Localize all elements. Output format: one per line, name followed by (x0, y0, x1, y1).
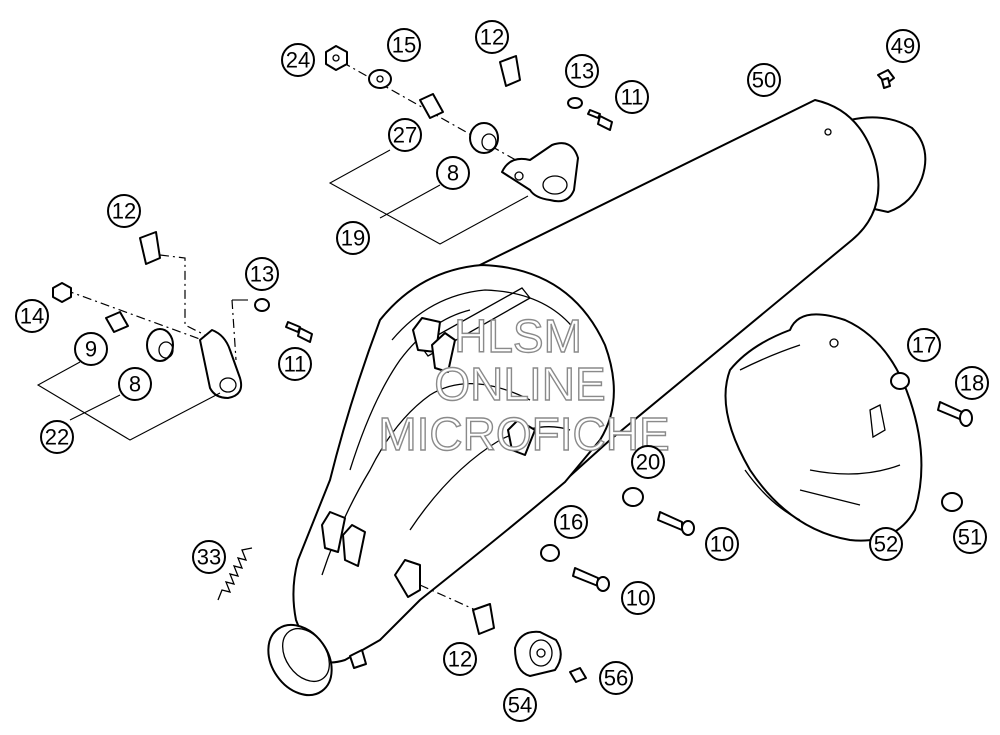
svg-text:49: 49 (891, 34, 915, 59)
svg-text:27: 27 (393, 123, 417, 148)
svg-text:14: 14 (20, 304, 44, 329)
muffler-body (267, 99, 927, 697)
svg-text:15: 15 (392, 33, 416, 58)
svg-text:20: 20 (636, 450, 660, 475)
callout-49: 49 (886, 29, 920, 63)
callout-12-top: 12 (475, 20, 509, 54)
callout-8-left: 8 (118, 367, 152, 401)
watermark: HLSM ONLINE MICROFICHE (378, 309, 671, 460)
callout-10-upper: 10 (705, 527, 739, 561)
callout-19: 19 (336, 221, 370, 255)
callout-56: 56 (599, 661, 633, 695)
svg-text:10: 10 (710, 532, 734, 557)
watermark-line-1: HLSM (454, 310, 582, 362)
svg-text:13: 13 (570, 59, 594, 84)
svg-text:52: 52 (874, 532, 898, 557)
svg-text:33: 33 (197, 545, 221, 570)
watermark-line-2: ONLINE (434, 358, 605, 410)
callout-10-lower: 10 (621, 581, 655, 615)
callout-13-left: 13 (245, 257, 279, 291)
callout-27: 27 (388, 118, 422, 152)
svg-text:12: 12 (448, 647, 472, 672)
callout-52: 52 (869, 527, 903, 561)
callout-17: 17 (907, 328, 941, 362)
callout-11-top: 11 (615, 80, 649, 114)
svg-text:11: 11 (284, 352, 307, 377)
svg-text:56: 56 (604, 666, 628, 691)
callout-14: 14 (15, 299, 49, 333)
callout-24: 24 (281, 43, 315, 77)
svg-text:12: 12 (480, 25, 504, 50)
callout-54: 54 (503, 688, 537, 722)
svg-text:12: 12 (112, 199, 136, 224)
callout-16: 16 (554, 505, 588, 539)
svg-text:19: 19 (341, 226, 365, 251)
callout-20: 20 (631, 445, 665, 479)
watermark-line-3: MICROFICHE (378, 408, 669, 460)
svg-text:51: 51 (958, 525, 982, 550)
callout-12-left: 12 (107, 194, 141, 228)
svg-text:8: 8 (129, 372, 141, 397)
callout-51: 51 (953, 520, 987, 554)
svg-text:17: 17 (912, 333, 936, 358)
callout-12-lower: 12 (443, 642, 477, 676)
svg-text:9: 9 (85, 337, 97, 362)
callout-33: 33 (192, 540, 226, 574)
svg-text:50: 50 (752, 68, 776, 93)
callout-9: 9 (74, 332, 108, 366)
svg-text:22: 22 (45, 425, 69, 450)
svg-text:16: 16 (559, 510, 583, 535)
callout-8-top: 8 (436, 156, 470, 190)
svg-text:13: 13 (250, 262, 274, 287)
svg-text:10: 10 (626, 586, 650, 611)
left-bracket-group (36, 231, 313, 441)
callout-15: 15 (387, 28, 421, 62)
svg-text:8: 8 (447, 161, 459, 186)
svg-text:11: 11 (621, 85, 644, 110)
callout-22: 22 (40, 420, 74, 454)
upper-bracket-group (325, 45, 613, 245)
callout-18: 18 (955, 366, 989, 400)
svg-text:54: 54 (508, 693, 532, 718)
svg-text:18: 18 (960, 371, 984, 396)
callout-11-left: 11 (278, 347, 312, 381)
callout-13-top: 13 (565, 54, 599, 88)
loose-parts (217, 69, 973, 683)
callout-50: 50 (747, 63, 781, 97)
svg-text:24: 24 (286, 48, 310, 73)
